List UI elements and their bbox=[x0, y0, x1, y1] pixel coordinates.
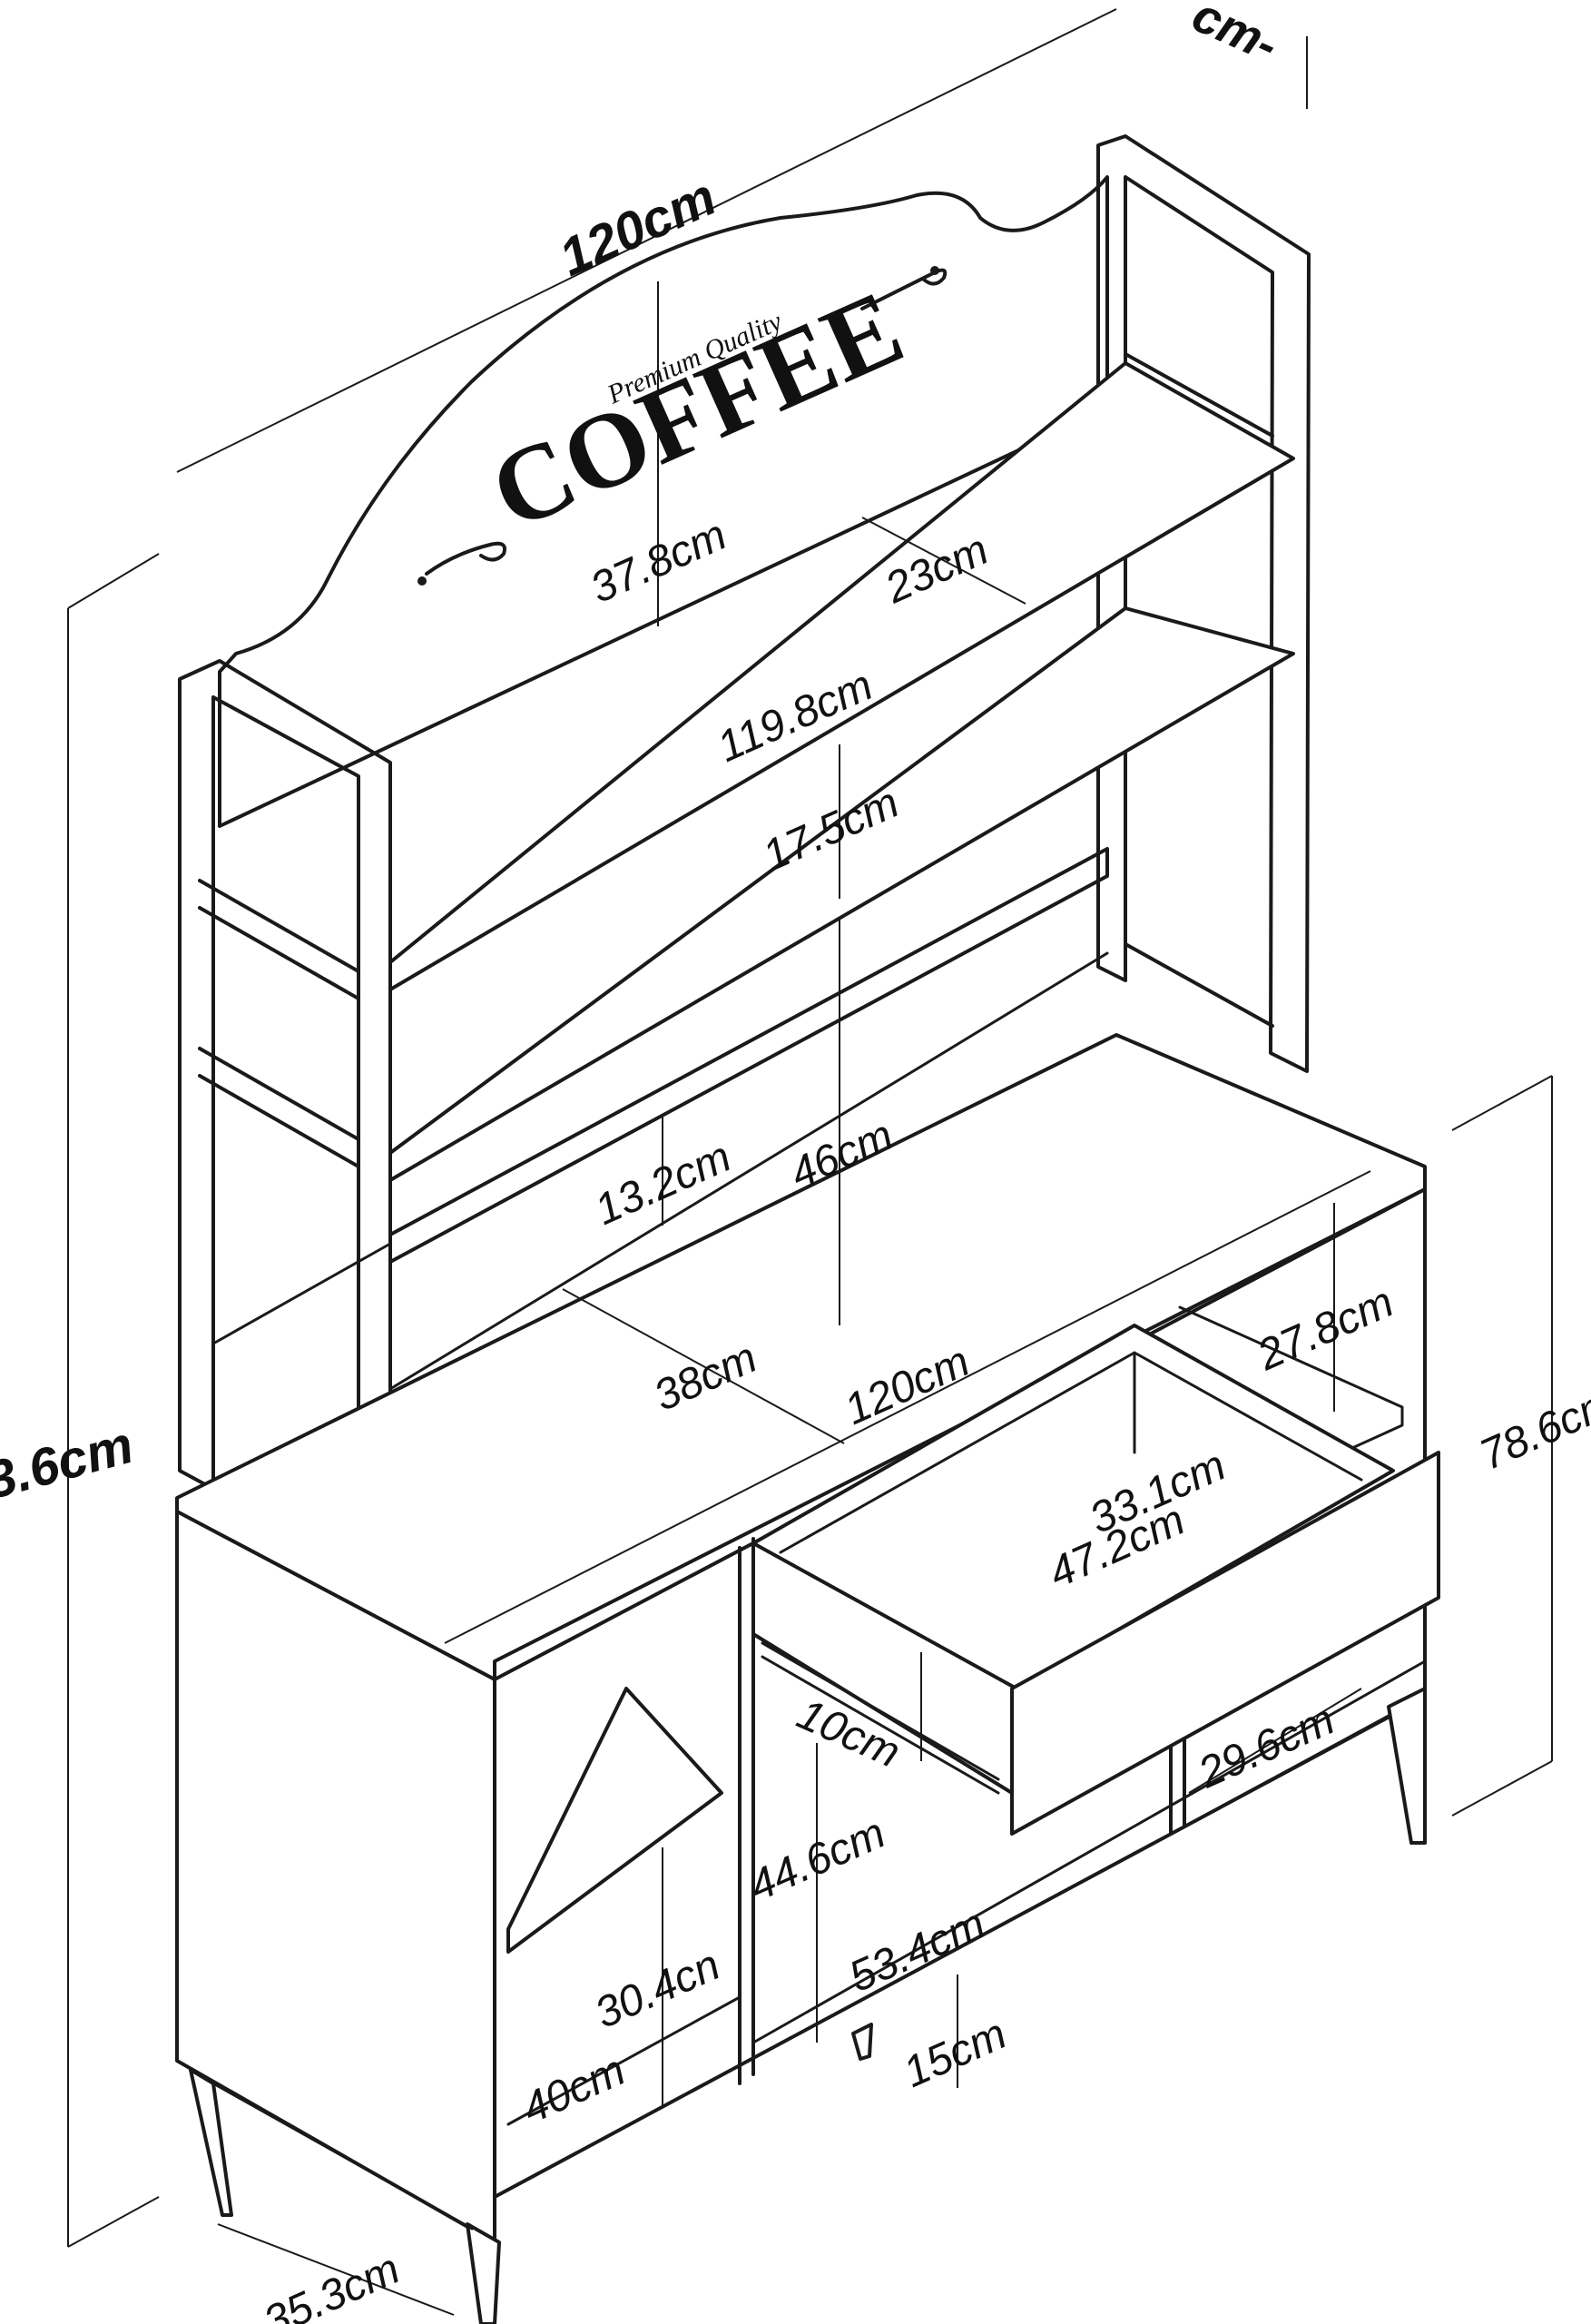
upper-shelf bbox=[388, 361, 1295, 991]
drawer-inner-lines bbox=[779, 1351, 1363, 1554]
left-compartment-shelf bbox=[506, 1687, 723, 1954]
right-dot-ornament bbox=[930, 266, 939, 275]
hutch bbox=[178, 134, 1311, 1590]
inner-shelf-lines bbox=[211, 951, 1109, 1391]
back-middle-leg bbox=[851, 2023, 873, 2061]
label-base-depth: 35.3cm bbox=[257, 2245, 407, 2324]
label-middle-width: 53.4cm bbox=[842, 1900, 992, 2002]
right-compartment-shelf bbox=[1178, 1305, 1404, 1450]
dim-total-height-top bbox=[67, 553, 160, 609]
dim-desk-width bbox=[444, 1170, 1371, 1644]
left-frame bbox=[178, 659, 392, 1590]
inner-bottom bbox=[506, 1659, 1427, 2126]
left-swirl-ornament bbox=[425, 541, 506, 576]
leg-rails bbox=[211, 1714, 1390, 2230]
label-total-height: 83.6cm bbox=[0, 1415, 139, 1519]
drawer bbox=[751, 1324, 1440, 1836]
dim-right-compartment bbox=[1188, 1688, 1362, 1794]
drawer-box bbox=[751, 1324, 1395, 1690]
label-left-compartment-depth: 40cm bbox=[516, 2046, 633, 2133]
dim-base-height-top bbox=[1451, 1075, 1553, 1131]
label-drawer-height: 10cm bbox=[791, 1690, 908, 1777]
dim-base-depth bbox=[217, 2223, 455, 2316]
left-dot-ornament bbox=[417, 576, 427, 586]
label-left-compartment-height: 30.4cn bbox=[588, 1941, 727, 2038]
front-right-leg bbox=[1387, 1687, 1427, 1845]
dim-base-height-bottom bbox=[1451, 1760, 1553, 1817]
crown-panel bbox=[218, 175, 1109, 828]
dim-top-width bbox=[176, 8, 1117, 473]
left-frame-crossbar-mid bbox=[198, 1047, 360, 1168]
front-left-leg bbox=[189, 2068, 233, 2217]
right-frame bbox=[1096, 134, 1311, 1073]
left-frame-crossbar-top bbox=[198, 879, 360, 1000]
label-base-height: 78.6cm bbox=[1473, 1378, 1591, 1480]
drawer-front bbox=[1010, 1451, 1440, 1836]
middle-shelf bbox=[388, 606, 1295, 1182]
lower-back-panel bbox=[388, 847, 1109, 1264]
front-middle-leg bbox=[466, 2222, 501, 2324]
label-leg-height: 15cm bbox=[897, 2010, 1014, 2097]
label-side-height: 27.8cm bbox=[1250, 1278, 1400, 1381]
drawer-runner bbox=[761, 1641, 1000, 1795]
legs bbox=[189, 1687, 1427, 2324]
dim-total-height-bottom bbox=[67, 2196, 160, 2248]
dimension-lines bbox=[67, 8, 1553, 2316]
label-top-edge-cut: cm- bbox=[1184, 0, 1286, 73]
dim-upper-shelf-depth bbox=[861, 517, 1026, 605]
dim-desk-depth bbox=[562, 1288, 845, 1444]
right-swirl-ornament bbox=[860, 268, 948, 310]
base-cabinet bbox=[175, 1033, 1427, 2244]
